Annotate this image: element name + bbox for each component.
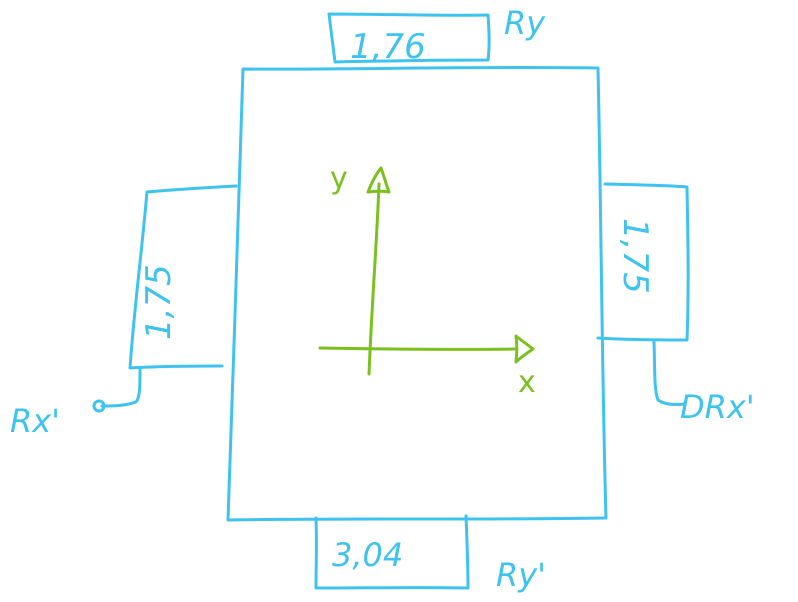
main-box	[226, 65, 608, 522]
x-axis-arrowhead	[514, 334, 535, 364]
bottom-value: 3,04	[332, 536, 403, 574]
top-value: 1,76	[350, 27, 426, 67]
right-leader-line	[652, 340, 686, 406]
right-support-box: 1,75 DRx'	[596, 182, 755, 426]
left-leader-dot	[92, 399, 106, 413]
y-axis-label: y	[330, 161, 348, 196]
bottom-support-box: 3,04 Ry'	[314, 514, 546, 594]
y-axis-arrowhead	[366, 166, 391, 194]
left-value: 1,75	[139, 264, 179, 340]
top-label: Ry	[504, 4, 546, 42]
left-support-box: 1,75 Rx'	[10, 184, 238, 440]
x-axis-line	[318, 346, 516, 351]
bottom-label: Ry'	[496, 556, 546, 594]
right-value: 1,75	[615, 218, 655, 294]
top-support-box: 1,76 Ry	[327, 4, 546, 67]
right-label: DRx'	[680, 388, 755, 426]
coordinate-axes: y x	[318, 161, 536, 400]
y-axis-line	[367, 182, 381, 376]
x-axis-label: x	[518, 365, 536, 400]
left-label: Rx'	[10, 402, 60, 440]
left-leader-line	[100, 368, 142, 408]
